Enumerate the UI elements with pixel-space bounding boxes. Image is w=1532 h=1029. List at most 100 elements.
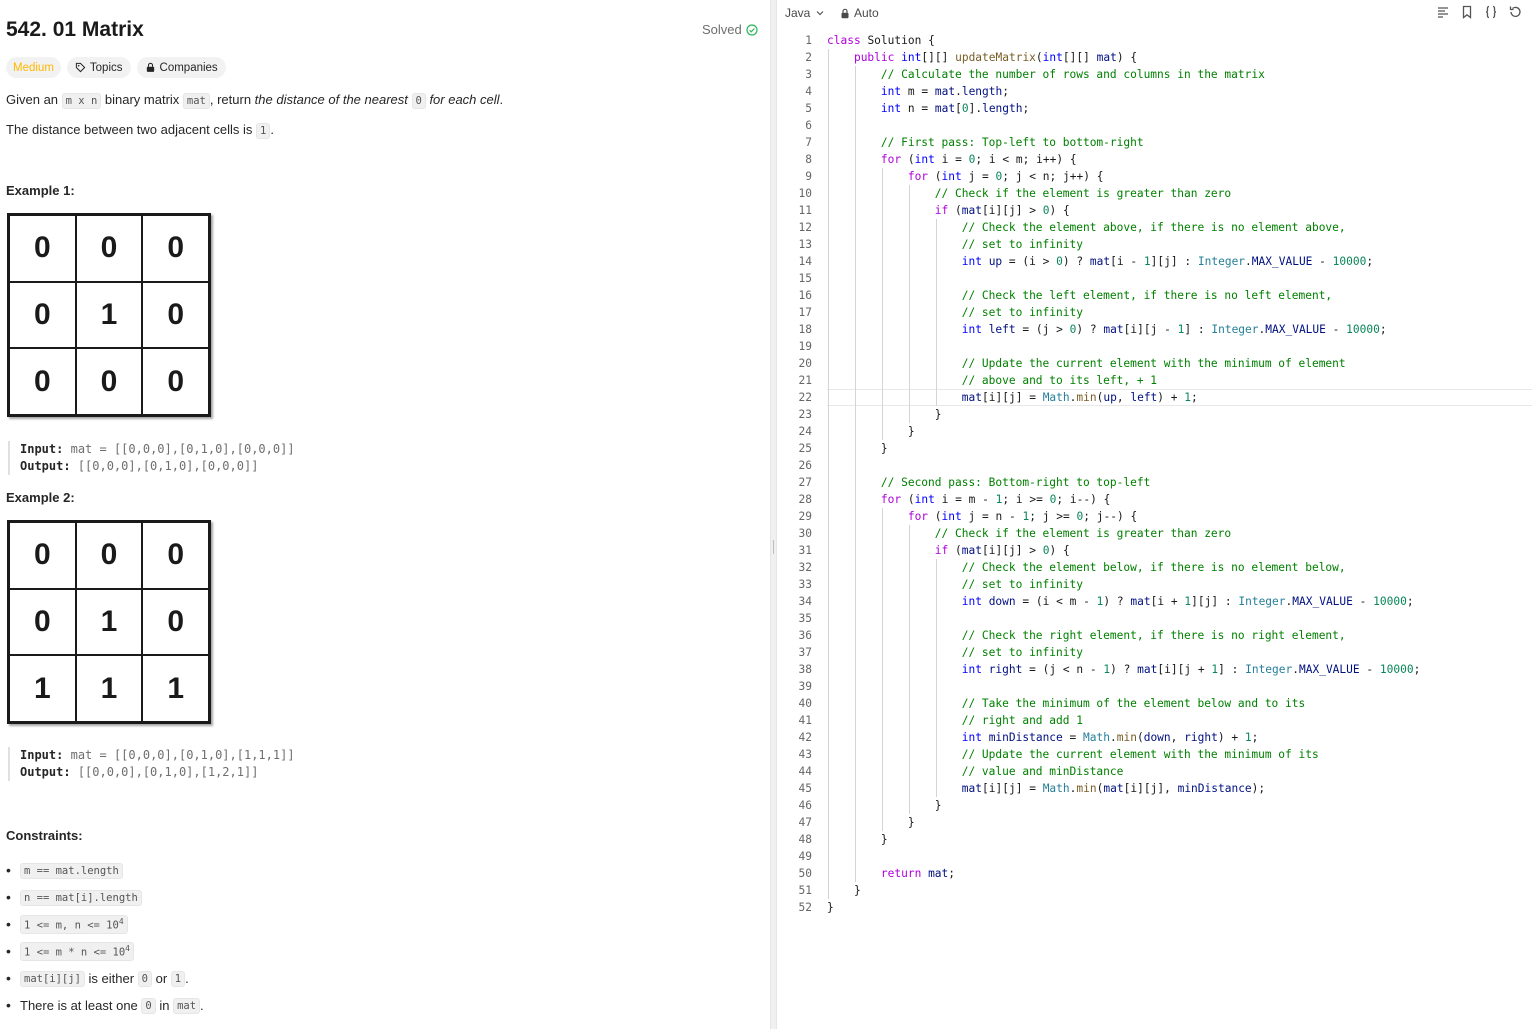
line-number: 33: [798, 578, 812, 591]
code-line: 41 // right and add 1: [777, 712, 1532, 729]
example-1-io: Input: mat = [[0,0,0],[0,1,0],[0,0,0]] O…: [8, 441, 295, 475]
code-text: // set to infinity: [961, 578, 1083, 591]
line-number: 27: [798, 476, 812, 489]
code-text: // Second pass: Bottom-right to top-left: [880, 476, 1151, 489]
code-line: 9 for (int j = 0; j < n; j++) {: [777, 168, 1532, 185]
line-number: 29: [798, 510, 812, 523]
indent-guide: [908, 185, 910, 423]
code-line: 39: [777, 678, 1532, 695]
line-number: 5: [805, 102, 812, 115]
language-label: Java: [785, 6, 811, 20]
indent-guide: [828, 49, 829, 899]
line-number: 2: [805, 51, 812, 64]
code-text: }: [880, 442, 888, 455]
line-number: 48: [798, 833, 812, 846]
code-text: // set to infinity: [961, 238, 1083, 251]
code-line: 52}: [777, 899, 1532, 916]
code-text: }: [934, 408, 942, 421]
example-2-io: Input: mat = [[0,0,0],[0,1,0],[1,1,1]] O…: [8, 747, 295, 781]
constraint-item: n == mat[i].length: [6, 884, 204, 911]
line-number: 49: [798, 850, 812, 863]
matrix-cell: 0: [9, 215, 76, 282]
topics-label: Topics: [89, 61, 123, 74]
code-line: 7 // First pass: Top-left to bottom-righ…: [777, 134, 1532, 151]
auto-mode-label: Auto: [854, 6, 879, 20]
line-number: 26: [798, 459, 812, 472]
code-line: 4 int m = mat.length;: [777, 83, 1532, 100]
matrix-cell: 1: [75, 588, 143, 656]
code-text: mat[i][j] = Math.min(up, left) + 1;: [961, 391, 1198, 404]
current-line-highlight: [827, 389, 1532, 406]
code-line: 28 for (int i = m - 1; i >= 0; i--) {: [777, 491, 1532, 508]
code-line: 11 if (mat[i][j] > 0) {: [777, 202, 1532, 219]
constraint-item: 1 <= m * n <= 104: [6, 938, 204, 965]
line-number: 1: [805, 34, 812, 47]
braces-icon[interactable]: [1484, 5, 1498, 19]
code-text: int m = mat.length;: [880, 85, 1009, 98]
companies-button[interactable]: Companies: [136, 57, 226, 78]
code-line: 47 }: [777, 814, 1532, 831]
line-number: 45: [798, 782, 812, 795]
problem-description-panel: 542. 01 Matrix Solved Medium Topics Comp…: [0, 0, 770, 1029]
line-number: 34: [798, 595, 812, 608]
tag-icon: [75, 62, 86, 73]
code-text: }: [880, 833, 888, 846]
code-line: 17 // set to infinity: [777, 304, 1532, 321]
code-line: 48 }: [777, 831, 1532, 848]
example-2-matrix-image: 0 0 0 0 1 0 1 1 1: [7, 520, 211, 724]
code-line: 19: [777, 338, 1532, 355]
constraint-item: There is at least one 0 in mat.: [6, 992, 204, 1019]
code-text: // Check the element above, if there is …: [961, 221, 1346, 234]
difficulty-label: Medium: [13, 61, 54, 74]
code-text: for (int j = 0; j < n; j++) {: [907, 170, 1104, 183]
code-line: 40 // Take the minimum of the element be…: [777, 695, 1532, 712]
panel-resize-handle[interactable]: [770, 0, 777, 1029]
code-line: 3 // Calculate the number of rows and co…: [777, 66, 1532, 83]
indent-guide: [881, 168, 883, 440]
code-text: for (int j = n - 1; j >= 0; j--) {: [907, 510, 1138, 523]
tag-row: Medium Topics Companies: [6, 57, 226, 78]
code-text: int up = (i > 0) ? mat[i - 1][j] : Integ…: [961, 255, 1374, 268]
line-number: 44: [798, 765, 812, 778]
example-2-heading: Example 2:: [6, 490, 75, 505]
code-text: // above and to its left, + 1: [961, 374, 1158, 387]
code-text: mat[i][j] = Math.min(mat[i][j], minDista…: [961, 782, 1266, 795]
bookmark-icon[interactable]: [1460, 5, 1474, 19]
line-number: 46: [798, 799, 812, 812]
language-selector[interactable]: Java: [785, 6, 825, 20]
code-text: // set to infinity: [961, 306, 1083, 319]
code-text: // set to infinity: [961, 646, 1083, 659]
format-icon[interactable]: [1436, 5, 1450, 19]
auto-mode-toggle[interactable]: Auto: [840, 6, 879, 20]
code-text: // Check if the element is greater than …: [934, 527, 1232, 540]
matrix-cell: 0: [142, 215, 209, 282]
code-line: 13 // set to infinity: [777, 236, 1532, 253]
code-line: 35: [777, 610, 1532, 627]
reset-icon[interactable]: [1508, 5, 1522, 19]
line-number: 50: [798, 867, 812, 880]
code-line: 26: [777, 457, 1532, 474]
code-line: 46 }: [777, 797, 1532, 814]
topics-button[interactable]: Topics: [66, 57, 131, 78]
example-1-heading: Example 1:: [6, 183, 75, 198]
code-text: // Update the current element with the m…: [961, 748, 1319, 761]
line-number: 25: [798, 442, 812, 455]
lock-icon: [841, 8, 849, 18]
code-line: 49: [777, 848, 1532, 865]
line-number: 31: [798, 544, 812, 557]
line-number: 36: [798, 629, 812, 642]
code-line: 12 // Check the element above, if there …: [777, 219, 1532, 236]
code-line: 2 public int[][] updateMatrix(int[][] ma…: [777, 49, 1532, 66]
code-text: int right = (j < n - 1) ? mat[i][j + 1] …: [961, 663, 1421, 676]
constraint-item: 1 <= m, n <= 104: [6, 911, 204, 938]
indent-guide: [908, 525, 910, 814]
code-line: 8 for (int i = 0; i < m; i++) {: [777, 151, 1532, 168]
code-line: 34 int down = (i < m - 1) ? mat[i + 1][j…: [777, 593, 1532, 610]
line-number: 3: [805, 68, 812, 81]
code-line: 27 // Second pass: Bottom-right to top-l…: [777, 474, 1532, 491]
code-line: 6: [777, 117, 1532, 134]
code-line: 29 for (int j = n - 1; j >= 0; j--) {: [777, 508, 1532, 525]
matrix-cell: 1: [75, 281, 143, 349]
